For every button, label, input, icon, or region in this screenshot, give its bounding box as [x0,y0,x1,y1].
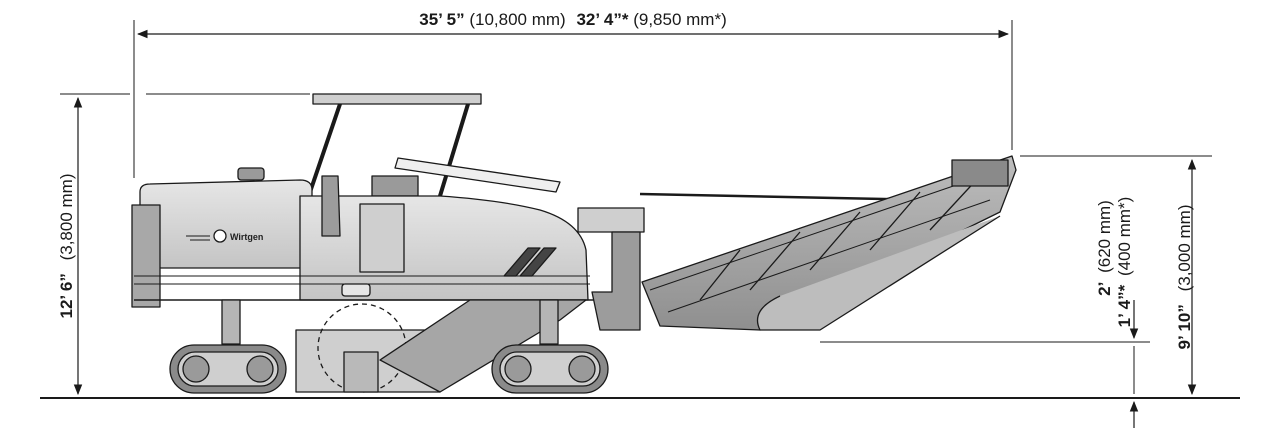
clearance-alt-ft: 1’ 4”* [1115,284,1134,327]
overall-height-dimension: 12’ 6” (3,800 mm) [57,93,310,396]
overall-length-dimension: 35’ 5” (10,800 mm) 32’ 4”* (9,850 mm*) [133,10,1013,178]
windshield [394,157,561,193]
overall-height-ft: 12’ 6” [57,273,76,318]
engine-hood [139,179,313,269]
rear-track [169,344,287,394]
rear-leg-column [221,299,241,345]
primary-conveyor [379,299,587,393]
operator-seat [321,175,341,237]
overall-length-alt-ft: 32’ 4”* [576,10,628,29]
wirtgen-logo: Wirtgen [186,229,263,243]
conveyor-hopper [756,215,1001,331]
conveyor-head [951,159,1009,187]
clearance-alt-mm: (400 mm*) [1115,197,1134,276]
fuel-cap [237,167,265,181]
clearance-ft: 2’ [1095,282,1114,296]
rear-counterweight [131,204,161,308]
side-handle [341,283,371,297]
overall-length-mm: (10,800 mm) [469,10,565,29]
conveyor-pivot-arm [591,231,641,331]
overall-height-mm: (3,800 mm) [57,173,76,260]
conveyor-mount [577,207,645,233]
loading-height-ft: 9’ 10” [1175,304,1194,349]
operator-station [359,203,405,273]
loading-height-dimension: 9’ 10” (3,000 mm) [1020,155,1212,396]
drum-door [343,351,379,393]
front-leg-column [539,299,559,345]
logo-text: Wirtgen [230,232,263,242]
clearance-mm: (620 mm) [1095,200,1114,273]
body-stripe-2 [519,247,557,277]
front-track [491,344,609,394]
loading-height-label: 9’ 10” (3,000 mm) [1175,204,1194,349]
conveyor-clearance-dimension: 2’ (620 mm) 1’ 4”* (400 mm*) [820,197,1150,428]
discharge-conveyor [641,155,1017,331]
overall-height-label: 12’ 6” (3,800 mm) [57,173,76,318]
control-console [371,175,419,197]
overall-length-ft: 35’ 5” [419,10,464,29]
body-stripe-1 [503,247,541,277]
overall-length-alt-mm: (9,850 mm*) [633,10,727,29]
clearance-label-alt: 1’ 4”* (400 mm*) [1115,197,1134,328]
loading-height-mm: (3,000 mm) [1175,204,1194,291]
cold-milling-machine: Wirtgen [131,93,1017,394]
overall-length-label: 35’ 5” (10,800 mm) 32’ 4”* (9,850 mm*) [419,10,726,29]
canopy [306,93,482,199]
clearance-label-primary: 2’ (620 mm) [1095,200,1114,296]
